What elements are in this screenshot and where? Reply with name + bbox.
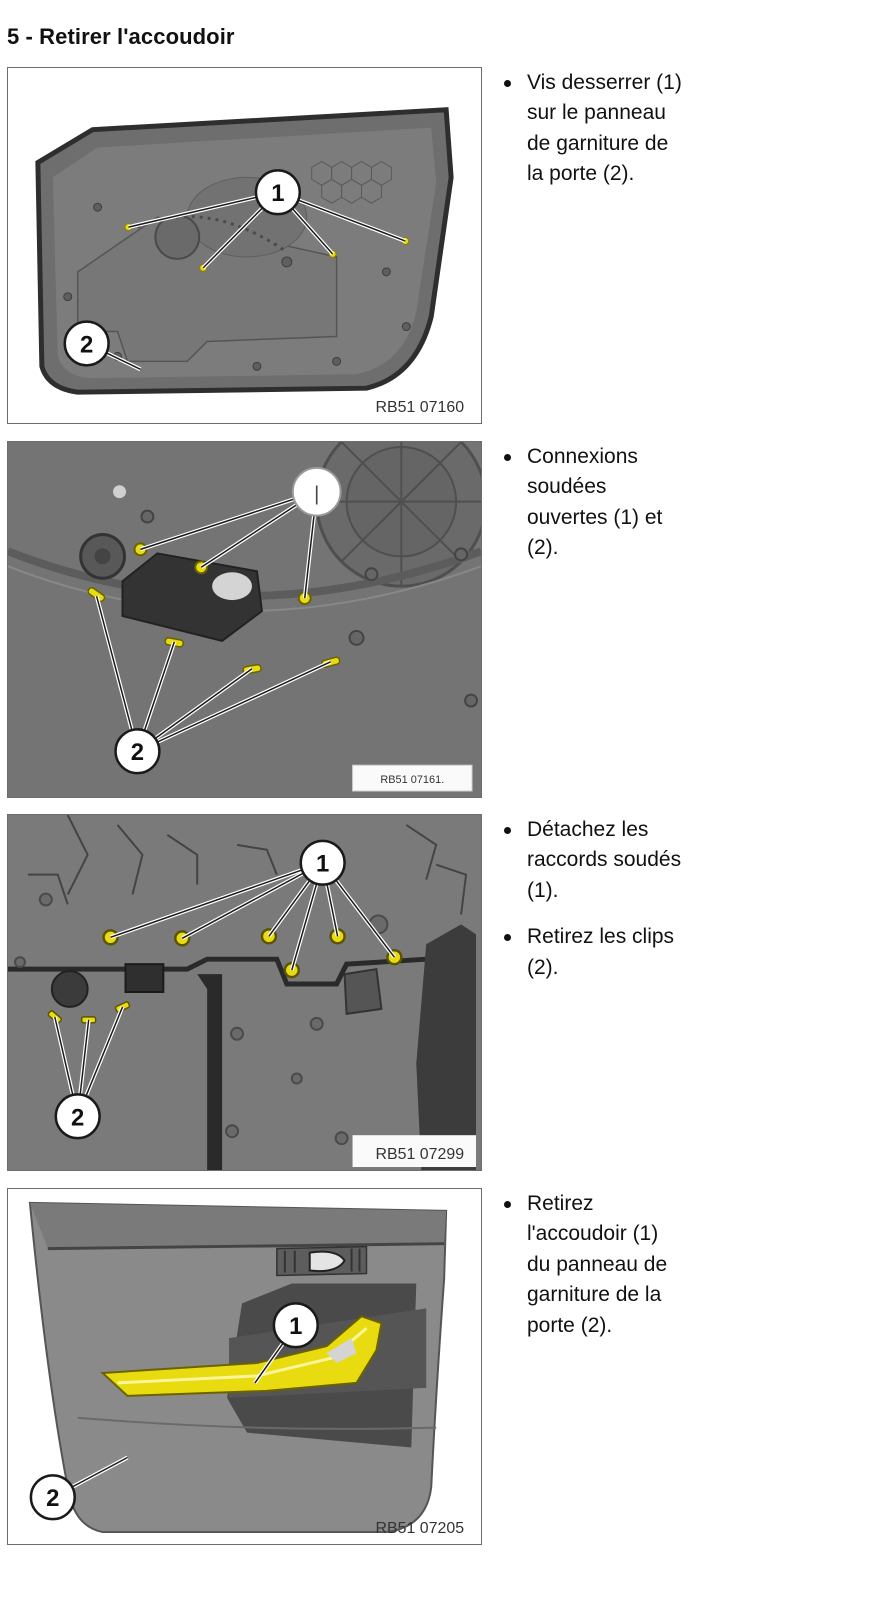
instruction-list: Détachez les raccords soudés (1). Retire… — [502, 815, 682, 999]
callout-2 — [63, 320, 110, 367]
callout-1-label: 1 — [316, 851, 329, 878]
callout-2-label: 2 — [80, 331, 93, 358]
instruction-list: Retirez l'accoudoir (1) du panneau de ga… — [502, 1189, 682, 1357]
callout-2-label: 2 — [71, 1104, 84, 1131]
figure-ref: RB51 07205 — [376, 1520, 465, 1537]
figure-welded-joints-clips: 1 2 RB51 07299 — [7, 814, 482, 1171]
instruction-list: Vis desserrer (1) sur le panneau de garn… — [502, 68, 682, 206]
callout-1-label: 1 — [271, 180, 284, 207]
instruction-item: Retirez les clips (2). — [502, 922, 682, 983]
instruction-item: Détachez les raccords soudés (1). — [502, 815, 682, 906]
page-title: 5 - Retirer l'accoudoir — [7, 24, 235, 49]
instruction-item: Retirez l'accoudoir (1) du panneau de ga… — [502, 1189, 682, 1341]
callout-1 — [254, 169, 302, 216]
callout-1-label: 1 — [289, 1313, 302, 1340]
callout-1-label: | — [314, 484, 319, 506]
figure-ref: RB51 07160 — [376, 399, 465, 416]
figure-ref: RB51 07161. — [380, 774, 444, 786]
callout-2-label: 2 — [46, 1485, 59, 1512]
instruction-item: Connexions soudées ouvertes (1) et (2). — [502, 442, 682, 564]
figure-welded-connections: | 2 RB51 07161. — [7, 441, 482, 798]
figure-door-panel-screws: 1 2 RB51 07160 — [7, 67, 482, 424]
figure-ref: RB51 07299 — [376, 1146, 465, 1163]
figure-armrest-removal: 1 2 RB51 07205 — [7, 1188, 482, 1545]
callout-2-label: 2 — [131, 739, 144, 766]
instruction-list: Connexions soudées ouvertes (1) et (2). — [502, 442, 682, 580]
instruction-item: Vis desserrer (1) sur le panneau de garn… — [502, 68, 682, 190]
